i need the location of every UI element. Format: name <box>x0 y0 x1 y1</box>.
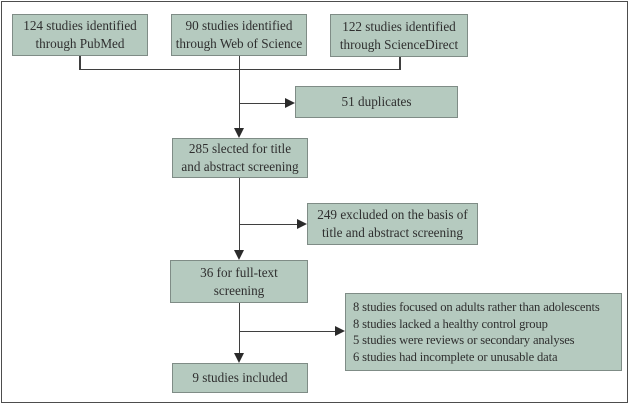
connector-branch-excluded <box>238 223 299 225</box>
node-sciencedirect: 122 studies identified through ScienceDi… <box>330 14 468 57</box>
node-pubmed: 124 studies identified through PubMed <box>12 14 148 56</box>
node-title-abstract-screening: 285 slected for title and abstract scree… <box>172 138 308 178</box>
node-text-line: 90 studies identified <box>185 18 293 33</box>
node-text-line: 36 for full-text <box>200 264 278 280</box>
connector-selected-to-fulltext <box>238 178 240 252</box>
node-text-line: 249 excluded on the basis of <box>317 207 468 222</box>
node-text-line: screening <box>213 282 265 298</box>
node-text-line: 51 duplicates <box>341 94 412 109</box>
arrowhead-into-duplicates <box>285 98 295 108</box>
node-text-line: through PubMed <box>35 36 125 51</box>
node-text-line: 9 studies included <box>192 370 288 385</box>
node-text-line: 124 studies identified <box>23 18 137 33</box>
node-text-line: 8 studies lacked a healthy control group <box>353 316 548 331</box>
arrowhead-into-included <box>234 353 244 363</box>
node-studies-included: 9 studies included <box>172 363 308 393</box>
node-text-line: and abstract screening <box>181 159 299 174</box>
node-exclusion-reasons: 8 studies focused on adults rather than … <box>345 293 622 371</box>
arrowhead-into-excluded <box>297 219 307 229</box>
connector-center-to-selected <box>238 56 240 130</box>
connector-pubmed-down <box>79 56 81 70</box>
arrowhead-into-selected <box>234 128 244 138</box>
node-web-of-science: 90 studies identified through Web of Sci… <box>171 14 307 56</box>
node-text-line: 285 slected for title <box>188 141 292 156</box>
outer-frame <box>1 1 628 403</box>
node-duplicates: 51 duplicates <box>295 86 458 118</box>
node-text-line: 8 studies focused on adults rather than … <box>353 300 600 314</box>
arrowhead-into-fulltext <box>234 250 244 260</box>
connector-sciencedirect-down <box>399 57 401 70</box>
node-full-text-screening: 36 for full-text screening <box>170 260 308 303</box>
connector-branch-duplicates <box>238 102 287 104</box>
connector-branch-reasons <box>238 330 336 332</box>
node-text-line: title and abstract screening <box>322 225 463 240</box>
node-text-line: 122 studies identified <box>342 18 456 34</box>
connector-fulltext-to-included <box>238 303 240 354</box>
node-text-line: through Web of Science <box>175 36 303 51</box>
node-excluded-title-abstract: 249 excluded on the basis of title and a… <box>307 203 478 245</box>
node-text-line: 6 studies had incomplete or unusable dat… <box>353 349 558 364</box>
arrowhead-into-reasons <box>335 326 345 336</box>
node-text-line: 5 studies were reviews or secondary anal… <box>353 333 575 347</box>
node-text-line: through ScienceDirect <box>339 36 459 52</box>
